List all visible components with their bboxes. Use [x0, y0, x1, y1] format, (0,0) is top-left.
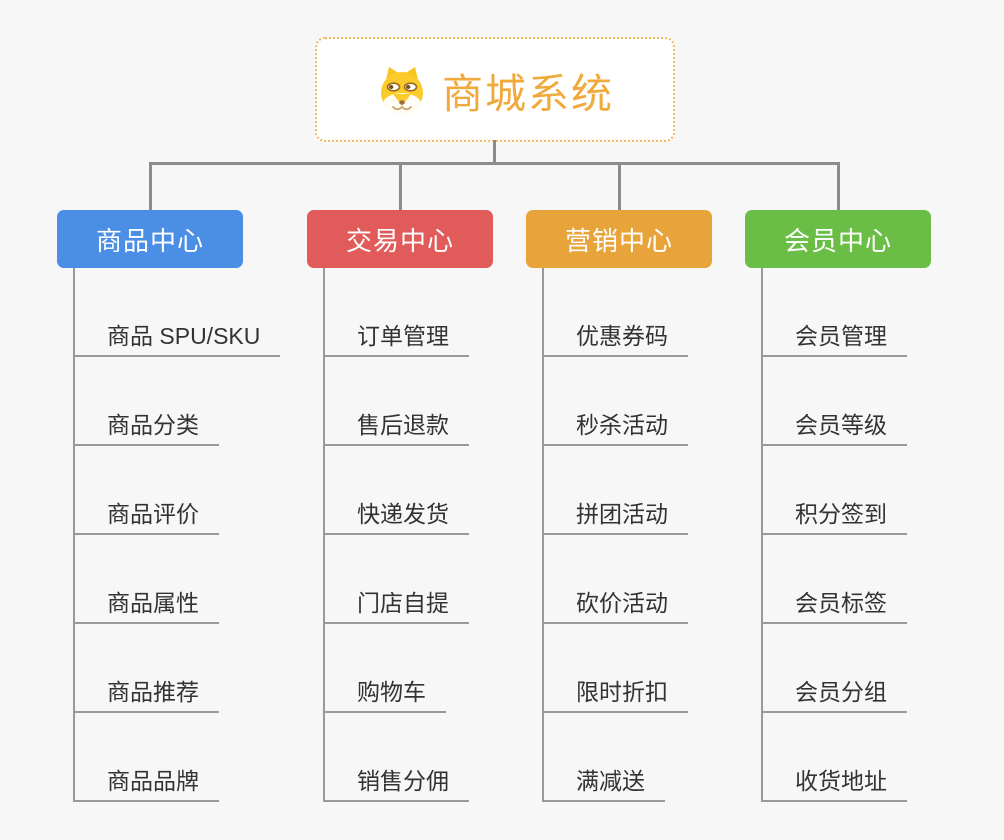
connector-drop-marketing [618, 164, 621, 210]
leaf-item[interactable]: 会员等级 [761, 411, 907, 446]
leaf-item[interactable]: 商品评价 [73, 500, 219, 535]
leaf-item[interactable]: 限时折扣 [542, 678, 688, 713]
root-title: 商城系统 [442, 70, 614, 117]
leaf-item[interactable]: 订单管理 [323, 322, 469, 357]
leaf-item[interactable]: 拼团活动 [542, 500, 688, 535]
branch-header-trade-center[interactable]: 交易中心 [307, 210, 493, 268]
leaf-item[interactable]: 商品 SPU/SKU [73, 322, 281, 357]
connector-horizontal-bar [149, 162, 840, 165]
branch-header-marketing-center[interactable]: 营销中心 [526, 210, 712, 268]
shiba-dog-icon [381, 66, 423, 114]
branch-trade-center: 交易中心 订单管理 售后退款 快递发货 门店自提 购物车 销售分佣 [307, 210, 552, 802]
connector-drop-trade [399, 164, 402, 210]
leaf-item[interactable]: 会员标签 [761, 589, 907, 624]
leaf-item[interactable]: 购物车 [323, 678, 446, 713]
branch-leaves: 会员管理 会员等级 积分签到 会员标签 会员分组 收货地址 [761, 268, 907, 802]
leaf-item[interactable]: 销售分佣 [323, 767, 469, 802]
leaf-item[interactable]: 会员分组 [761, 678, 907, 713]
leaf-item[interactable]: 收货地址 [761, 767, 907, 802]
leaf-item[interactable]: 满减送 [542, 767, 665, 802]
branch-leaves: 商品 SPU/SKU 商品分类 商品评价 商品属性 商品推荐 商品品牌 [73, 268, 281, 802]
branch-product-center: 商品中心 商品 SPU/SKU 商品分类 商品评价 商品属性 商品推荐 商品品牌 [57, 210, 302, 802]
connector-drop-product [149, 164, 152, 210]
branch-marketing-center: 营销中心 优惠券码 秒杀活动 拼团活动 砍价活动 限时折扣 满减送 [526, 210, 771, 802]
branch-leaves: 优惠券码 秒杀活动 拼团活动 砍价活动 限时折扣 满减送 [542, 268, 688, 802]
leaf-item[interactable]: 快递发货 [323, 500, 469, 535]
leaf-item[interactable]: 会员管理 [761, 322, 907, 357]
leaf-item[interactable]: 商品属性 [73, 589, 219, 624]
leaf-item[interactable]: 商品分类 [73, 411, 219, 446]
leaf-item[interactable]: 售后退款 [323, 411, 469, 446]
branch-header-member-center[interactable]: 会员中心 [745, 210, 931, 268]
leaf-item[interactable]: 商品品牌 [73, 767, 219, 802]
leaf-item[interactable]: 优惠券码 [542, 322, 688, 357]
leaf-item[interactable]: 积分签到 [761, 500, 907, 535]
connector-root-stem [493, 140, 496, 164]
leaf-item[interactable]: 砍价活动 [542, 589, 688, 624]
leaf-item[interactable]: 秒杀活动 [542, 411, 688, 446]
root-node[interactable]: 商城系统 [315, 37, 675, 142]
leaf-item[interactable]: 门店自提 [323, 589, 469, 624]
leaf-item[interactable]: 商品推荐 [73, 678, 219, 713]
connector-drop-member [837, 164, 840, 210]
branch-leaves: 订单管理 售后退款 快递发货 门店自提 购物车 销售分佣 [323, 268, 469, 802]
branch-member-center: 会员中心 会员管理 会员等级 积分签到 会员标签 会员分组 收货地址 [745, 210, 990, 802]
branch-header-product-center[interactable]: 商品中心 [57, 210, 243, 268]
